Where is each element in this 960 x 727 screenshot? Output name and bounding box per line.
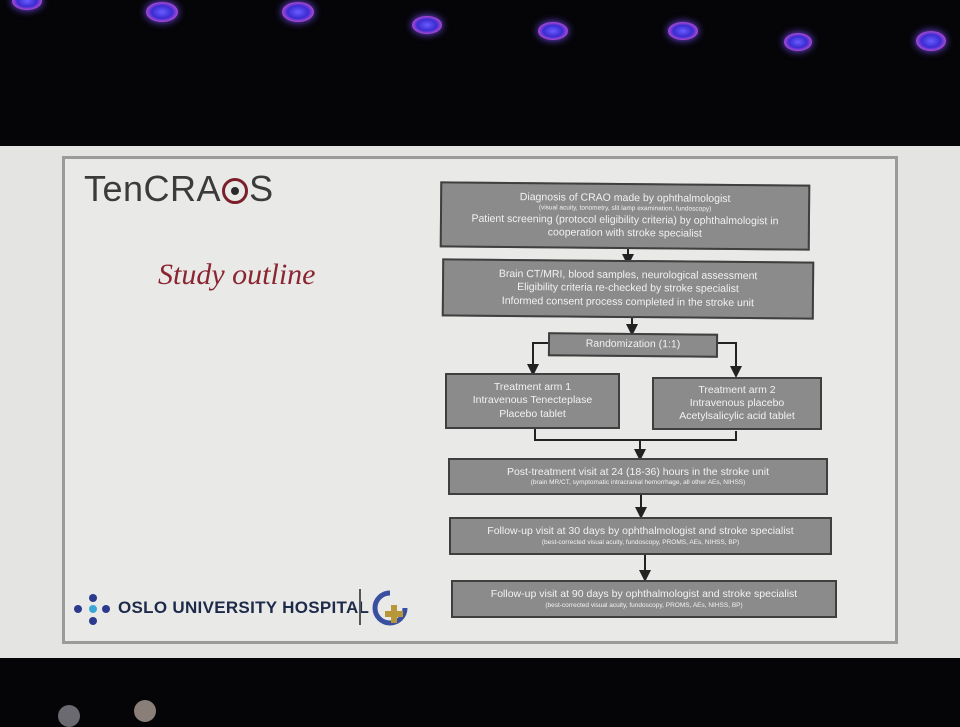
- box-text: Patient screening (protocol eligibility …: [471, 212, 779, 227]
- stage-light: [916, 31, 946, 51]
- treatment-arm-2-box: Treatment arm 2 Intravenous placebo Acet…: [652, 377, 822, 430]
- stage-light: [784, 33, 812, 51]
- followup-90-days-box: Follow-up visit at 90 days by ophthalmol…: [451, 580, 837, 618]
- stage-light: [146, 2, 178, 22]
- followup-30-days-box: Follow-up visit at 30 days by ophthalmol…: [449, 517, 832, 555]
- stage-light: [282, 2, 314, 22]
- box-text: Placebo tablet: [499, 407, 566, 420]
- stage-light: [12, 0, 42, 10]
- box-subtext: (best-corrected visual acuity, fundoscop…: [545, 601, 743, 609]
- stage-light: [668, 22, 698, 40]
- logo-divider: [359, 589, 361, 625]
- box-text: Intravenous Tenecteplase: [472, 394, 593, 407]
- box-text: cooperation with stroke specialist: [547, 225, 702, 240]
- box-text: Informed consent process completed in th…: [501, 294, 755, 309]
- tencraos-logo: TenCRA S: [84, 168, 274, 210]
- box-text: Treatment arm 2: [698, 383, 776, 396]
- box-text: Follow-up visit at 90 days by ophthalmol…: [490, 588, 798, 601]
- stage-light: [538, 22, 568, 40]
- box-text: Treatment arm 1: [493, 381, 572, 394]
- hospital-name: OSLO UNIVERSITY HOSPITAL: [118, 598, 370, 617]
- box-subtext: (brain MR/CT, symptomatic intracranial h…: [530, 479, 746, 486]
- slide-title: Study outline: [158, 258, 316, 291]
- randomization-box: Randomization (1:1): [547, 332, 719, 358]
- box-text: Post-treatment visit at 24 (18-36) hours…: [506, 465, 770, 478]
- stage-light: [412, 16, 442, 34]
- arrow: [718, 342, 742, 378]
- box-text: Acetylsalicylic acid tablet: [679, 410, 795, 423]
- hospital-cross-icon: [372, 590, 408, 626]
- post-treatment-visit-box: Post-treatment visit at 24 (18-36) hours…: [448, 458, 828, 495]
- box-text: Randomization (1:1): [585, 338, 681, 351]
- diagnosis-box: Diagnosis of CRAO made by ophthalmologis…: [439, 181, 811, 251]
- connector: [534, 428, 737, 441]
- brand-text-right: S: [249, 168, 274, 209]
- box-text: Follow-up visit at 30 days by ophthalmol…: [487, 525, 794, 538]
- eye-icon: [222, 178, 249, 204]
- box-text: Intravenous placebo: [689, 396, 785, 409]
- assessment-box: Brain CT/MRI, blood samples, neurologica…: [441, 258, 815, 320]
- box-subtext: (best-corrected visual acuity, fundoscop…: [541, 538, 740, 546]
- arrow: [527, 342, 548, 376]
- treatment-arm-1-box: Treatment arm 1 Intravenous Tenecteplase…: [445, 373, 620, 429]
- brand-text-left: TenCRA: [84, 168, 222, 209]
